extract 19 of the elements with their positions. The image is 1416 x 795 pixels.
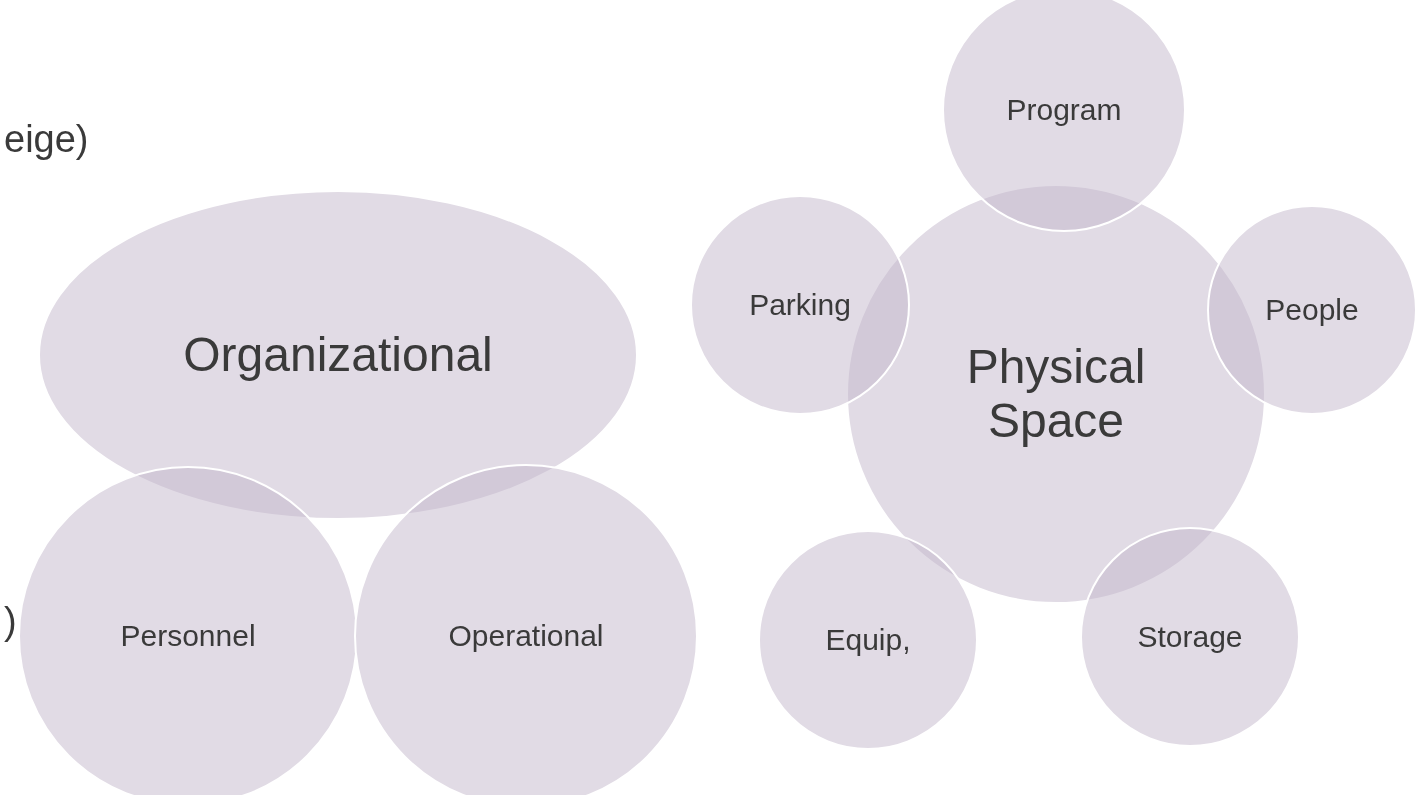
bubble bbox=[18, 466, 358, 795]
bubble bbox=[690, 195, 910, 415]
bubble-label: Organizational bbox=[182, 328, 494, 382]
clipped-text: eige) bbox=[4, 118, 89, 161]
bubble-label: Physical Space bbox=[965, 340, 1147, 448]
bubble bbox=[354, 464, 698, 795]
bubble-label: Storage bbox=[1136, 620, 1244, 654]
bubble-label: Personnel bbox=[119, 619, 257, 653]
bubble-label: People bbox=[1264, 293, 1360, 327]
bubble-label: Program bbox=[1005, 93, 1123, 127]
bubble-label: Parking bbox=[748, 288, 852, 322]
bubble-label: Operational bbox=[447, 619, 605, 653]
bubble-label: Equip, bbox=[824, 623, 912, 657]
clipped-text: ) bbox=[4, 600, 17, 643]
bubble bbox=[1080, 527, 1300, 747]
bubble bbox=[38, 190, 638, 520]
bubble bbox=[758, 530, 978, 750]
bubble bbox=[942, 0, 1186, 232]
bubble bbox=[1207, 205, 1416, 415]
